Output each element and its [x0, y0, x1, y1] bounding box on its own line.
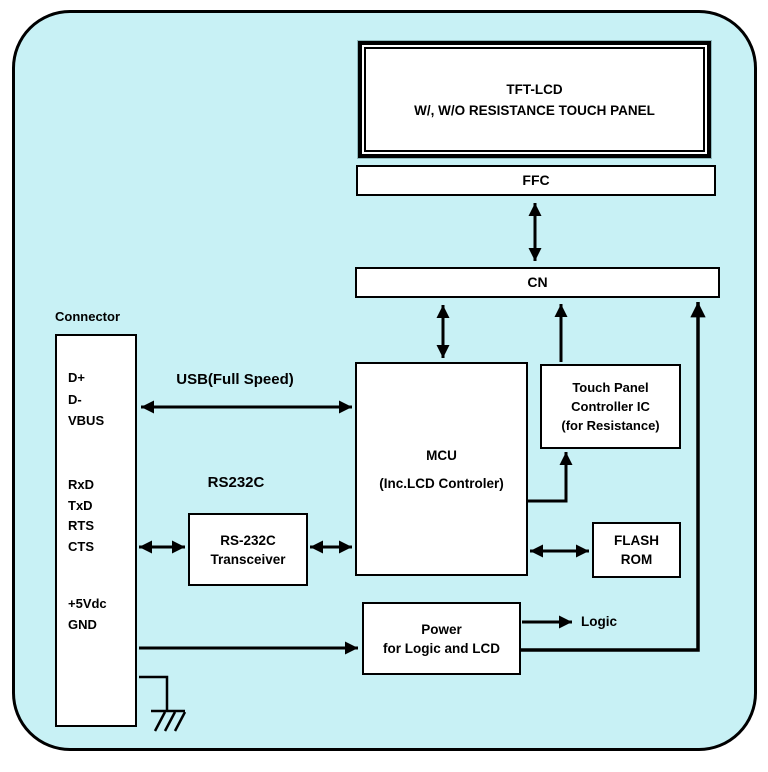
- ffc-label: FFC: [522, 172, 550, 188]
- connector-title: Connector: [55, 309, 120, 324]
- connector-power-pins: +5Vdc GND: [68, 593, 107, 635]
- pin-txd: TxD: [68, 497, 93, 513]
- mcu-box: MCU (Inc.LCD Controler): [355, 362, 528, 576]
- logic-output-label: Logic: [581, 614, 617, 629]
- power-line1: Power: [421, 621, 462, 637]
- power-line2: for Logic and LCD: [383, 640, 500, 656]
- rs232c-bus-label: RS232C: [207, 474, 265, 491]
- power-box: Power for Logic and LCD: [362, 602, 521, 675]
- pin-5vdc: +5Vdc: [68, 596, 107, 611]
- pin-rxd: RxD: [68, 477, 95, 492]
- tft-lcd-box: TFT-LCD W/, W/O RESISTANCE TOUCH PANEL: [364, 47, 705, 152]
- pin-vbus: VBUS: [68, 413, 105, 428]
- pin-gnd: GND: [68, 617, 97, 632]
- mcu-subtitle: (Inc.LCD Controler): [379, 475, 504, 491]
- pin-dplus: D+: [68, 370, 85, 385]
- connector-serial-pins: RxD TxD RTS CTS: [68, 475, 94, 557]
- connector-box: D+ D- VBUS RxD TxD RTS CTS +5Vdc GND: [55, 334, 137, 727]
- pin-rts: RTS: [68, 518, 94, 533]
- touch-panel-controller-box: Touch Panel Controller IC (for Resistanc…: [540, 364, 681, 449]
- cn-label: CN: [527, 274, 548, 290]
- touch-panel-line1: Touch Panel: [572, 380, 649, 395]
- touch-panel-line3: (for Resistance): [561, 418, 660, 433]
- tft-lcd-title: TFT-LCD: [506, 81, 563, 97]
- flash-rom-box: FLASH ROM: [592, 522, 681, 578]
- ffc-box: FFC: [356, 165, 716, 196]
- usb-bus-label: USB(Full Speed): [176, 371, 294, 388]
- rs232c-transceiver-box: RS-232C Transceiver: [188, 513, 308, 586]
- pin-cts: CTS: [68, 538, 94, 554]
- rs232c-transceiver-line1: RS-232C: [220, 532, 276, 548]
- flash-rom-line2: ROM: [620, 552, 653, 567]
- mcu-title: MCU: [426, 447, 457, 463]
- tft-lcd-subtitle: W/, W/O RESISTANCE TOUCH PANEL: [414, 102, 655, 118]
- flash-rom-line1: FLASH: [614, 533, 659, 548]
- rs232c-transceiver-line2: Transceiver: [210, 551, 286, 567]
- cn-box: CN: [355, 267, 720, 298]
- connector-usb-pins: D+ D- VBUS: [68, 367, 104, 432]
- pin-dminus: D-: [68, 391, 82, 407]
- touch-panel-line2: Controller IC: [571, 399, 650, 414]
